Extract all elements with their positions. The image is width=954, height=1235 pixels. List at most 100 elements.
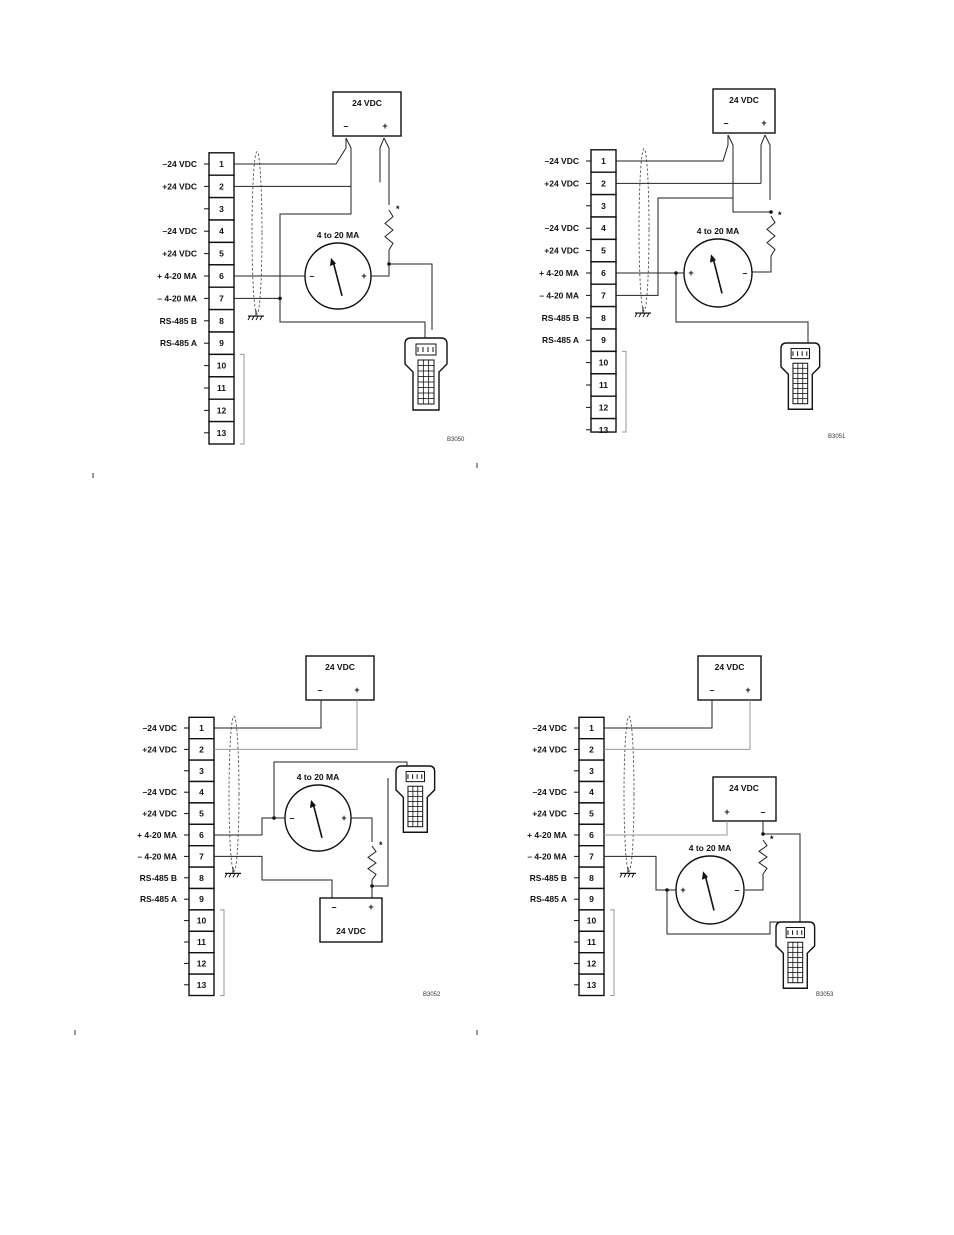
ground-hatch	[251, 315, 255, 321]
meter-needle	[712, 257, 723, 294]
wire	[745, 874, 764, 891]
terminal-number: 3	[219, 204, 224, 214]
wire	[234, 186, 352, 299]
power-terminal-sign: +	[761, 118, 766, 128]
terminal-number: 5	[219, 249, 224, 259]
figure-id: B3052	[423, 992, 441, 998]
terminal-label: +24 VDC	[544, 246, 579, 256]
terminal-label: –24 VDC	[143, 787, 178, 797]
meter-needle	[704, 874, 715, 911]
ground-hatch	[255, 315, 259, 321]
terminal-number: 1	[589, 723, 594, 733]
power-supply	[712, 88, 776, 134]
ground-hatch	[638, 312, 642, 318]
terminal-number: 10	[197, 916, 207, 926]
terminal-number: 11	[587, 937, 596, 947]
power-terminal-sign: –	[723, 118, 728, 128]
terminal-label: +24 VDC	[532, 809, 567, 819]
cable-shield	[251, 151, 263, 315]
resistor-icon	[384, 209, 394, 251]
wire	[351, 817, 373, 842]
terminal-number: 12	[587, 958, 597, 968]
terminal-number: 5	[601, 246, 606, 256]
wire	[604, 700, 713, 729]
terminal-label: –24 VDC	[545, 156, 580, 166]
ground-hatch	[642, 312, 646, 318]
resistor-note: *	[396, 204, 400, 214]
terminal-number: 13	[197, 980, 207, 990]
power-terminal-sign: +	[368, 902, 373, 912]
terminal-label: RS-485 B	[160, 316, 197, 326]
terminal-number: 3	[589, 766, 594, 776]
cable-shield	[228, 715, 240, 872]
power-supply-label: 24 VDC	[715, 662, 745, 672]
resistor-icon	[766, 215, 776, 257]
terminal-label: + 4-20 MA	[527, 830, 567, 840]
terminal-number: 7	[219, 293, 224, 303]
terminal-label: +24 VDC	[162, 181, 197, 191]
terminal-number: 10	[599, 358, 609, 368]
cable-shield	[638, 148, 650, 312]
power-terminal-sign: +	[354, 685, 359, 695]
power-terminal-sign: –	[331, 902, 336, 912]
terminal-label: –24 VDC	[533, 723, 568, 733]
communicator-display	[405, 771, 426, 783]
terminal-number: 8	[199, 873, 204, 883]
meter-needle	[332, 260, 343, 297]
wire	[752, 256, 772, 273]
wire	[727, 134, 771, 213]
figure-id: B3053	[816, 992, 834, 998]
power-terminal-sign: –	[709, 685, 714, 695]
terminal-label: –24 VDC	[163, 159, 198, 169]
resistor-note: *	[770, 834, 774, 844]
terminal-label: – 4-20 MA	[527, 851, 567, 861]
ground-hatch	[232, 873, 236, 878]
spare-bracket	[240, 353, 245, 445]
power-supply-label: 24 VDC	[336, 926, 366, 936]
wire	[214, 817, 285, 836]
terminal-label: RS-485 B	[140, 873, 177, 883]
meter-label: 4 to 20 MA	[697, 226, 740, 236]
terminal-label: +24 VDC	[532, 744, 567, 754]
terminal-number: 11	[217, 383, 226, 393]
terminal-label: – 4-20 MA	[137, 851, 177, 861]
terminal-number: 3	[601, 201, 606, 211]
terminal-label: RS-485 A	[160, 338, 197, 348]
power-terminal-sign: +	[382, 121, 387, 131]
terminal-number: 4	[199, 787, 204, 797]
terminal-number: 8	[219, 316, 224, 326]
power-terminal-sign: +	[745, 685, 750, 695]
power-supply	[712, 776, 777, 822]
terminal-number: 10	[217, 361, 227, 371]
wire	[234, 138, 347, 165]
terminal-number: 2	[199, 744, 204, 754]
wire	[604, 855, 676, 891]
resistor-icon	[367, 845, 377, 881]
terminal-label: +24 VDC	[162, 249, 197, 259]
terminal-label: RS-485 A	[542, 335, 579, 345]
resistor-note: *	[778, 210, 782, 220]
meter-needle-tip	[310, 799, 316, 809]
meter-needle-tip	[702, 871, 708, 880]
wire	[379, 137, 385, 183]
spare-bracket	[220, 909, 225, 996]
ground-hatch	[634, 312, 638, 318]
power-supply	[697, 655, 762, 701]
terminal-label: –24 VDC	[143, 723, 178, 733]
meter-terminal-sign: –	[289, 813, 294, 823]
terminal-number: 7	[589, 851, 594, 861]
terminal-label: + 4-20 MA	[137, 830, 177, 840]
power-terminal-sign: –	[317, 685, 322, 695]
terminal-number: 4	[589, 787, 594, 797]
meter-terminal-sign: –	[734, 885, 739, 895]
wire	[762, 821, 801, 924]
terminal-number: 8	[589, 873, 594, 883]
power-supply-label: 24 VDC	[352, 98, 382, 108]
resistor-icon	[758, 839, 768, 875]
wire	[388, 250, 433, 330]
ground-hatch	[627, 873, 631, 878]
spare-bracket	[622, 350, 627, 433]
